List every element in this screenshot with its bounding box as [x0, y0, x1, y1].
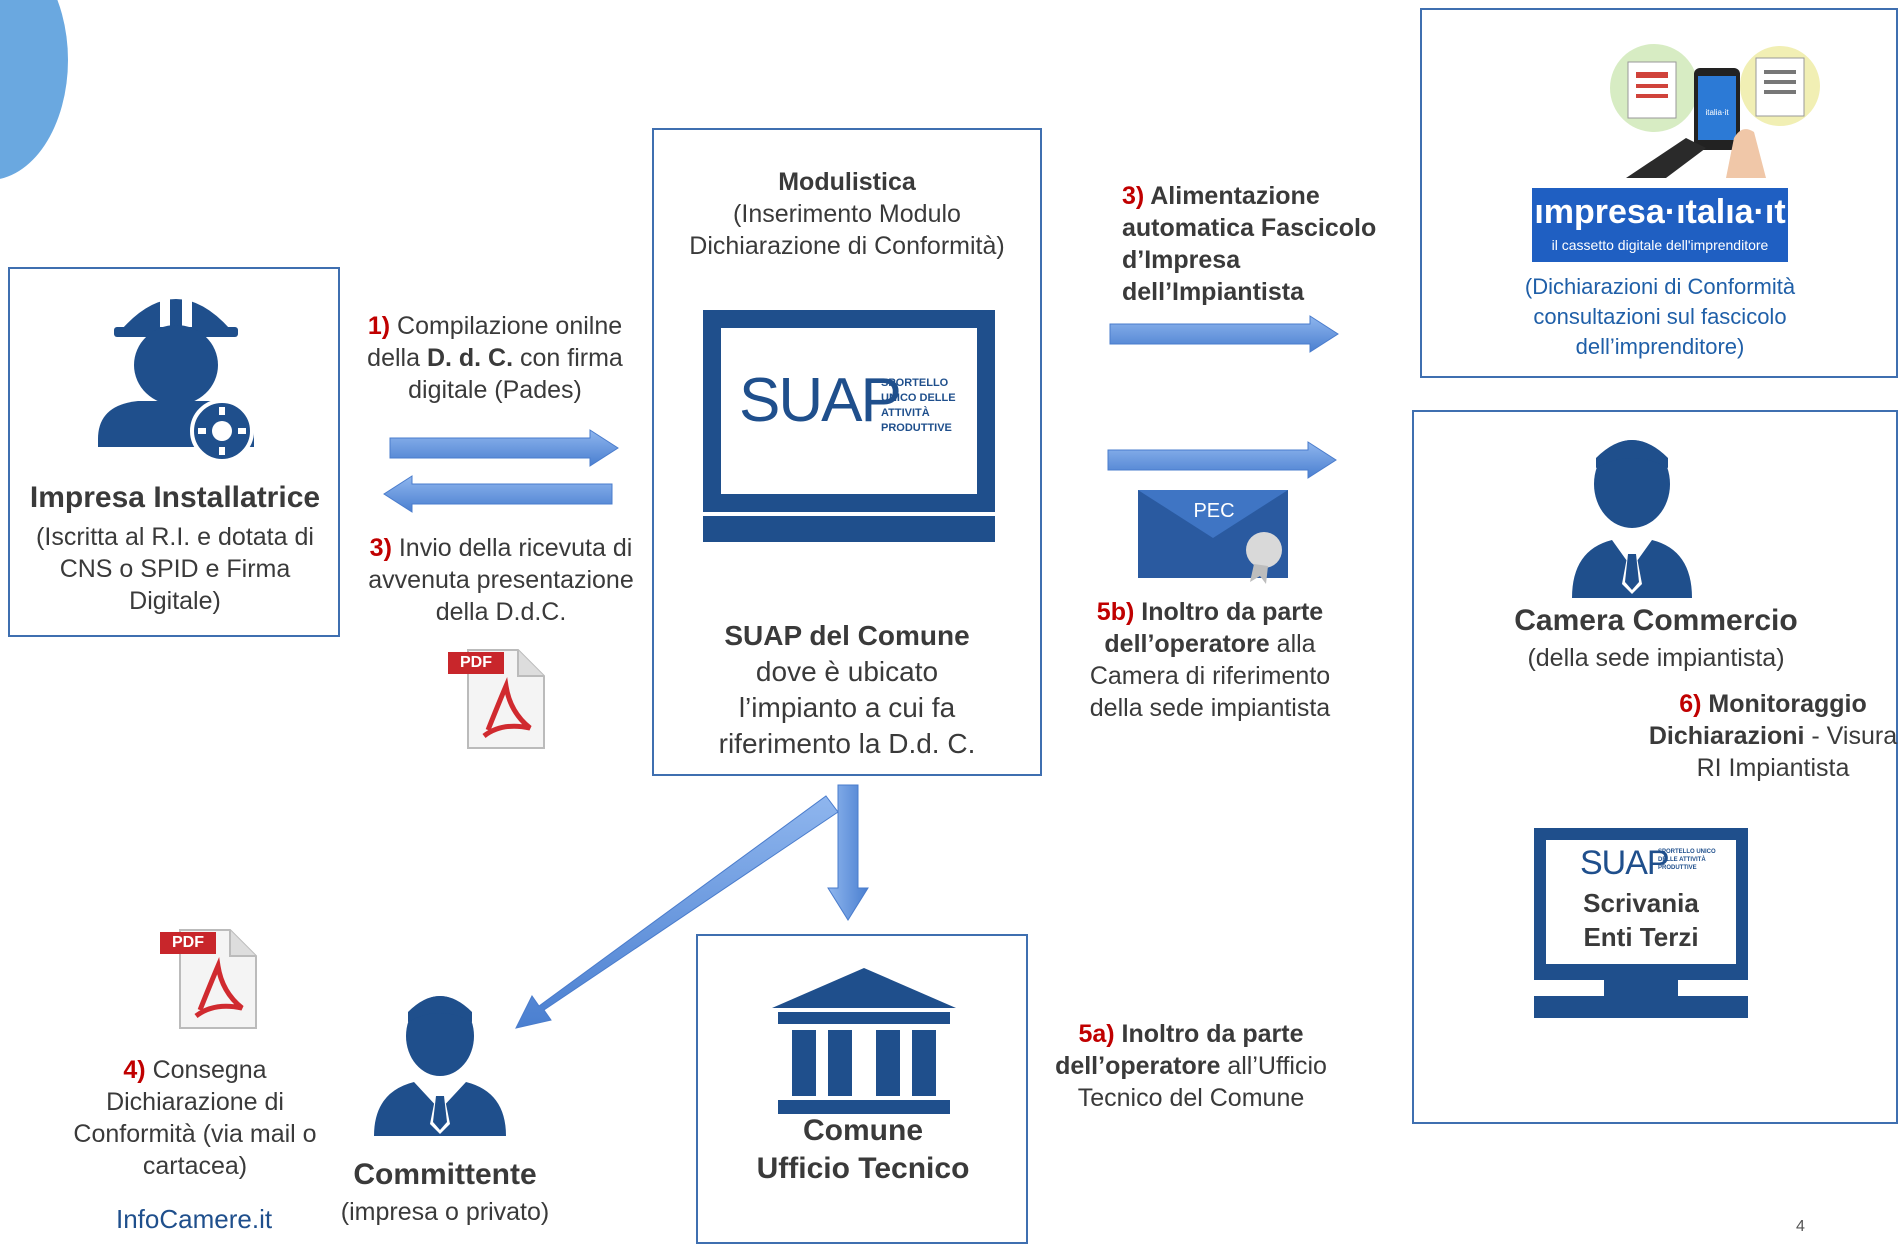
impresa-box: Impresa Installatrice (Iscritta al R.I. …: [8, 267, 340, 637]
arrow-pec: [1107, 441, 1337, 479]
step1-num: 1): [367, 312, 391, 340]
pdf-label-consegna: PDF: [172, 934, 204, 951]
arrow-to-comune: [827, 784, 869, 921]
step6-num: 6): [1679, 690, 1702, 718]
arrow-step1: [389, 429, 619, 467]
building-icon: [772, 968, 956, 1114]
step1-pre: Compilazione onilne della: [367, 312, 623, 372]
page-number: 4: [1796, 1218, 1805, 1235]
step3-fascicolo-num: 3): [1122, 182, 1145, 210]
step1-post: con firma digitale (Pades): [408, 344, 623, 404]
step1-bold: D. d. C.: [426, 344, 514, 372]
camera-title: Camera Commercio: [1514, 604, 1798, 637]
arrow-to-committente: [515, 795, 839, 1029]
impresa-desc: (Iscritta al R.I. e dotata di CNS o SPID…: [36, 523, 314, 615]
monitor-icon: SUAP SPORTELLO UNICO DELLE ATTIVITÀ PROD…: [703, 310, 995, 542]
pdf-icon-receipt: PDF: [444, 642, 554, 754]
step4-text: 4) Consegna Dichiarazione di Conformità …: [52, 1054, 338, 1182]
step5b-body: alla Camera di riferimento della sede im…: [1089, 630, 1331, 722]
pec-envelope-icon: PEC: [1136, 486, 1292, 586]
scrivania-logo-sub: SPORTELLO UNICO DELLE ATTIVITÀ PRODUTTIV…: [1658, 849, 1716, 871]
step5b-bold: Inoltro da parte dell’operatore: [1104, 598, 1324, 658]
impresa-italia-desc: (Dichiarazioni di Conformità consultazio…: [1524, 274, 1796, 359]
scrivania-logo: SUAP: [1580, 844, 1670, 882]
comune-line1: Comune: [803, 1114, 923, 1147]
step4-num: 4): [123, 1056, 146, 1084]
step3-receipt-num: 3): [369, 534, 392, 562]
step3-fascicolo-text: 3) Alimentazione automatica Fascicolo d’…: [1122, 180, 1392, 308]
suap-title: SUAP del Comune: [724, 620, 970, 651]
arrow-receipt: [383, 475, 613, 513]
step5b-num: 5b): [1096, 598, 1135, 626]
impresa-italia-logo: ımpresa·ıtalıa·ıt: [1534, 193, 1786, 231]
phone-label: italia·it: [1705, 108, 1729, 117]
pec-label: PEC: [1193, 500, 1235, 522]
suap-box: Modulistica (Inserimento Modulo Dichiara…: [652, 128, 1042, 776]
impresa-italia-logo-box: ımpresa·ıtalıa·ıt il cassetto digitale d…: [1532, 188, 1788, 262]
infocamere-logo: InfoCamere.it: [116, 1204, 273, 1234]
suap-logo: SUAP: [739, 366, 902, 435]
scrivania-line1: Scrivania: [1583, 888, 1699, 918]
worker-icon: [98, 283, 254, 463]
step4-body: Consegna Dichiarazione di Conformità (vi…: [73, 1056, 317, 1180]
step6-body: - Visura RI Impiantista: [1696, 722, 1898, 782]
committente-desc: (impresa o privato): [340, 1198, 550, 1226]
step5a-bold: Inoltro da parte dell’operatore: [1055, 1020, 1304, 1080]
impresa-italia-box: italia·it ımpresa·ıtalıa·ıt il cassetto …: [1420, 8, 1898, 378]
scrivania-line2: Enti Terzi: [1583, 922, 1699, 952]
step5a-text: 5a) Inoltro da parte dell’operatore all’…: [1046, 1018, 1336, 1114]
step3-fascicolo-body: Alimentazione automatica Fascicolo d’Imp…: [1122, 182, 1377, 306]
modulistica-heading: Modulistica: [778, 168, 916, 196]
step3-receipt-body: Invio della ricevuta di avvenuta present…: [368, 534, 634, 626]
step6-text: 6) Monitoraggio Dichiarazioni - Visura R…: [1648, 688, 1898, 784]
step5b-text: 5b) Inoltro da parte dell’operatore alla…: [1072, 596, 1348, 724]
impresa-title: Impresa Installatrice: [29, 481, 321, 514]
step6-bold: Monitoraggio Dichiarazioni: [1648, 690, 1867, 750]
businessman-icon-camera: [1572, 440, 1692, 598]
step5a-body: all’Ufficio Tecnico del Comune: [1077, 1052, 1327, 1112]
camera-desc: (della sede impiantista): [1527, 644, 1785, 672]
camera-box: Camera Commercio (della sede impiantista…: [1412, 410, 1898, 1124]
step1-text: 1) Compilazione onilne della D. d. C. co…: [350, 310, 640, 406]
arrow-fascicolo: [1109, 315, 1339, 353]
committente-title: Committente: [353, 1158, 537, 1191]
suap-desc: dove è ubicato l’impianto a cui fa rifer…: [718, 656, 976, 759]
comune-box: Comune Ufficio Tecnico: [696, 934, 1028, 1244]
pdf-label-receipt: PDF: [460, 654, 492, 671]
phone-illustration: [1610, 44, 1820, 178]
comune-line2: Ufficio Tecnico: [756, 1152, 970, 1185]
impresa-italia-tagline: il cassetto digitale dell'imprenditore: [1551, 237, 1769, 253]
suap-logo-sub: SPORTELLO UNICO DELLE ATTIVITÀ PRODUTTIV…: [881, 377, 956, 434]
step5a-num: 5a): [1078, 1020, 1115, 1048]
modulistica-sub: (Inserimento Modulo Dichiarazione di Con…: [689, 200, 1005, 260]
businessman-icon-committente: [374, 996, 506, 1136]
step3-receipt-text: 3) Invio della ricevuta di avvenuta pres…: [356, 532, 646, 628]
pdf-icon-consegna: PDF: [156, 922, 266, 1034]
scrivania-monitor: SUAP SPORTELLO UNICO DELLE ATTIVITÀ PROD…: [1534, 828, 1748, 1018]
